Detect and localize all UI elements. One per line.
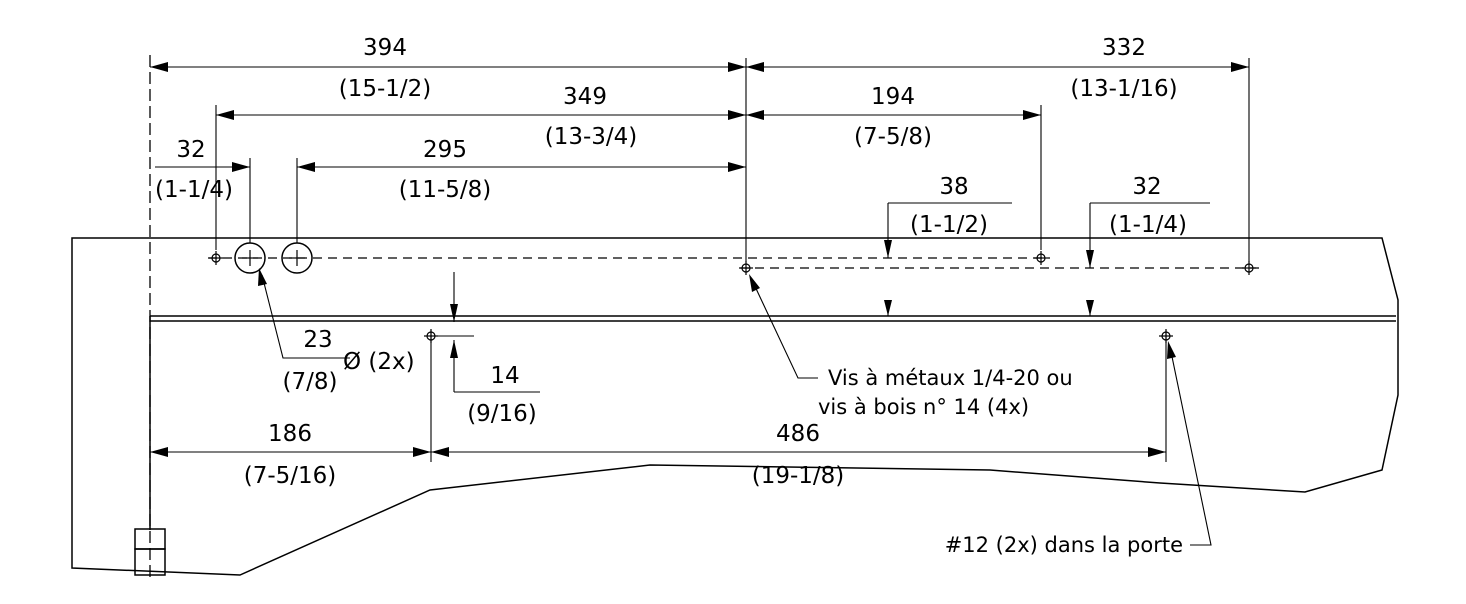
dim-38-in: (1-1/2)	[910, 212, 988, 238]
dim-32-left-in: (1-1/4)	[155, 177, 233, 203]
dim-394-mm: 394	[363, 35, 407, 61]
dim-32-left-mm: 32	[176, 137, 205, 163]
part-outline	[71, 237, 1399, 576]
dim-486-in: (19-1/8)	[752, 463, 845, 489]
note-screws-line1: Vis à métaux 1/4-20 ou	[828, 366, 1073, 390]
dim-295-in: (11-5/8)	[399, 177, 492, 203]
dim-194-mm: 194	[871, 84, 915, 110]
dim-349-in: (13-3/4)	[545, 124, 638, 150]
leader-lines	[258, 268, 1212, 546]
dim-23-in: (7/8)	[283, 369, 338, 395]
hole-screw-2	[1033, 250, 1049, 266]
dim-295-mm: 295	[423, 137, 467, 163]
dim-32-right-mm: 32	[1132, 174, 1161, 200]
dimension-texts: 394 (15-1/2) 332 (13-1/16) 349 (13-3/4) …	[155, 35, 1187, 489]
hole-small-left	[208, 250, 224, 266]
reference-lines	[149, 55, 1262, 580]
dim-14-in: (9/16)	[467, 401, 537, 427]
dim-486-mm: 486	[776, 421, 820, 447]
dim-14-mm: 14	[490, 363, 519, 389]
note-door-screws: #12 (2x) dans la porte	[945, 533, 1183, 557]
dim-23-mm: 23	[303, 327, 332, 353]
dim-332-in: (13-1/16)	[1070, 76, 1177, 102]
notes: Vis à métaux 1/4-20 ou vis à bois n° 14 …	[818, 366, 1183, 557]
dim-194-in: (7-5/8)	[854, 124, 932, 150]
dim-38-mm: 38	[939, 174, 968, 200]
hole-screw-1	[738, 260, 754, 276]
dim-186-mm: 186	[268, 421, 312, 447]
note-screws-line2: vis à bois n° 14 (4x)	[818, 395, 1029, 419]
dim-23-diameter-count: Ø (2x)	[343, 349, 415, 375]
dim-332-mm: 332	[1102, 35, 1146, 61]
hole-screw-3	[1241, 260, 1257, 276]
dim-394-in: (15-1/2)	[339, 76, 432, 102]
dim-349-mm: 349	[563, 84, 607, 110]
dim-32-right-in: (1-1/4)	[1109, 212, 1187, 238]
dim-186-in: (7-5/16)	[244, 463, 337, 489]
dimension-lines	[150, 62, 1249, 457]
